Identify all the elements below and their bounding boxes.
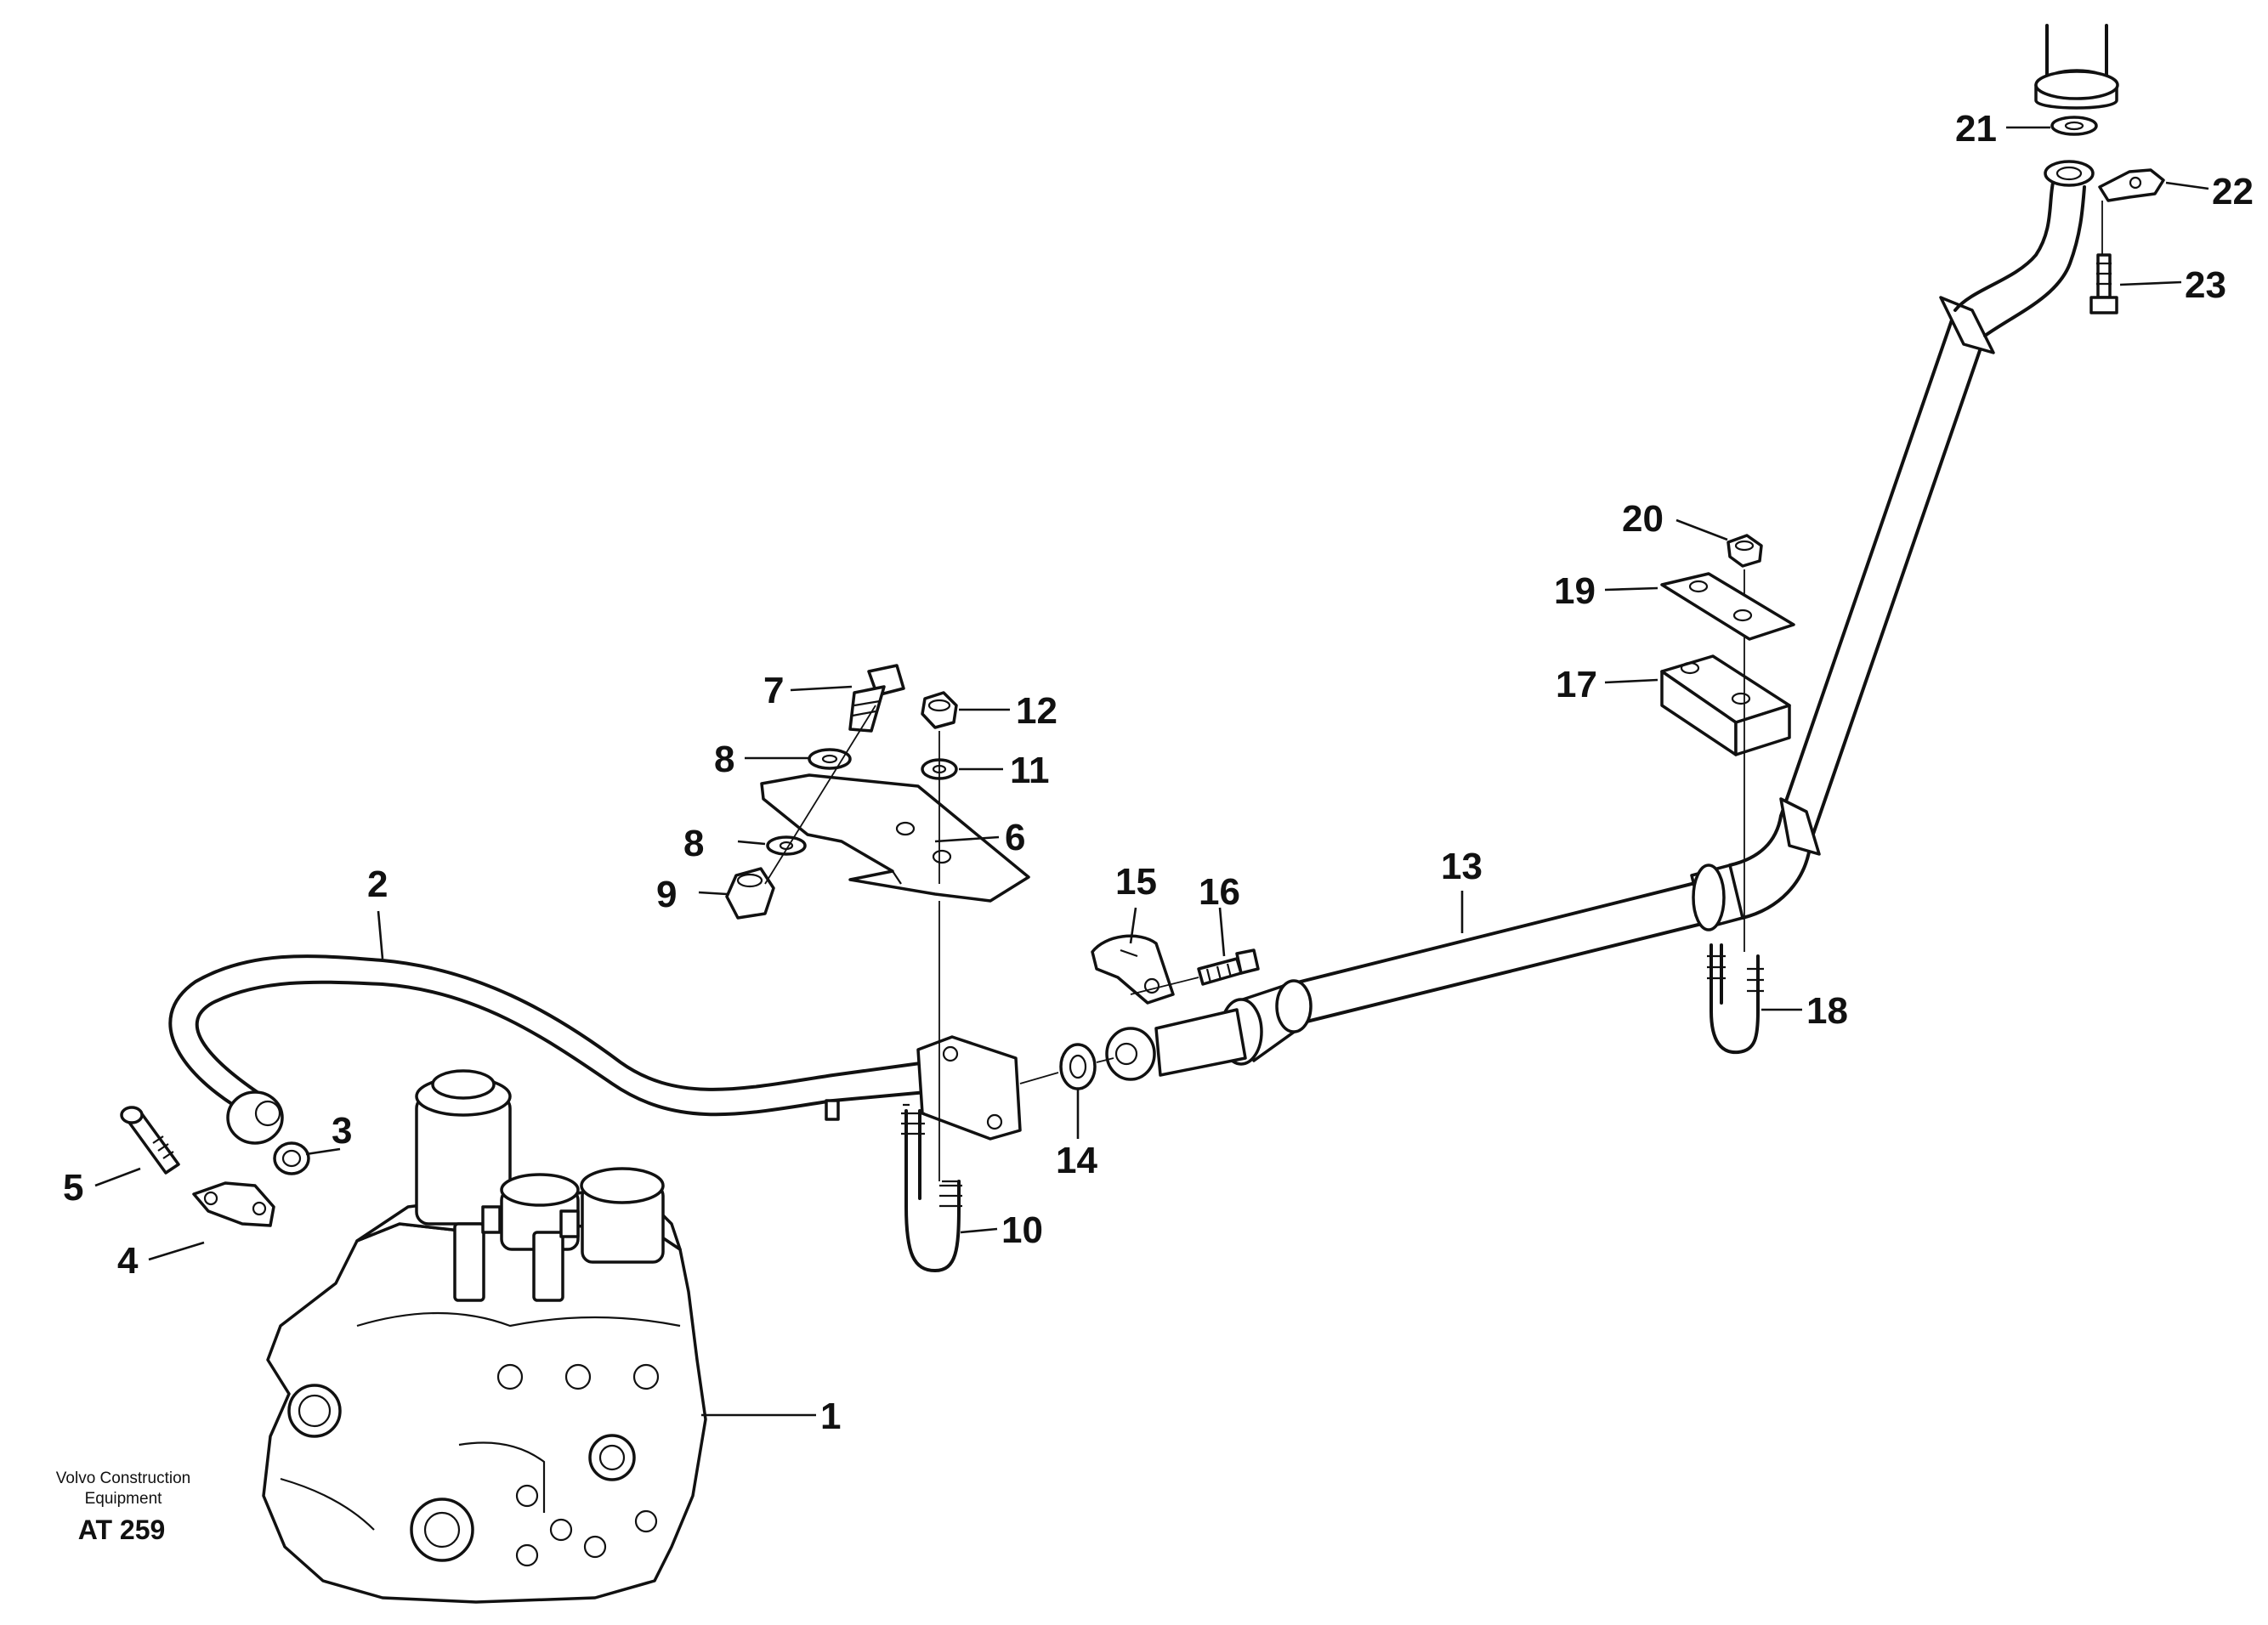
nut-20 — [1727, 534, 1763, 568]
callout-21: 21 — [1955, 108, 1997, 150]
valve-spool-cap-right — [580, 1167, 665, 1264]
hose-flange — [916, 1035, 1022, 1141]
callout-15: 15 — [1115, 861, 1157, 903]
clamp-22 — [2098, 168, 2165, 202]
company-name-line2: Equipment — [84, 1490, 162, 1508]
drawing-code: AT 259 — [77, 1515, 166, 1545]
callout-8-upper: 8 — [714, 739, 734, 780]
hose-2 — [168, 954, 1022, 1145]
bolt-7 — [848, 664, 905, 733]
company-name-line1: Volvo Construction — [55, 1469, 191, 1487]
callout-11: 11 — [1010, 750, 1050, 791]
callout-22: 22 — [2212, 171, 2254, 212]
top-connection — [2034, 24, 2119, 110]
nut-9 — [725, 867, 775, 920]
screw-16 — [1197, 948, 1260, 986]
callout-7: 7 — [763, 670, 784, 711]
callout-16: 16 — [1199, 871, 1240, 913]
callout-10: 10 — [1001, 1209, 1043, 1251]
callout-9: 9 — [656, 874, 677, 915]
callout-13: 13 — [1441, 846, 1483, 887]
nut-12 — [921, 691, 958, 729]
callout-1: 1 — [820, 1396, 841, 1437]
clamp-half-4 — [192, 1181, 275, 1227]
callout-14: 14 — [1056, 1140, 1097, 1181]
callout-12: 12 — [1016, 690, 1057, 732]
callout-20: 20 — [1622, 498, 1664, 540]
callout-6: 6 — [1005, 817, 1025, 858]
control-valve — [262, 1069, 707, 1604]
callout-19: 19 — [1554, 570, 1596, 612]
washer-21 — [2050, 116, 2098, 136]
company-caption: Volvo Construction Equipment — [26, 1469, 221, 1509]
o-ring-14 — [1059, 1043, 1097, 1090]
screw-23 — [2089, 253, 2118, 314]
bracket-6 — [760, 773, 1030, 903]
callout-4: 4 — [117, 1240, 139, 1282]
block-17 — [1660, 654, 1791, 756]
plate-19 — [1660, 572, 1795, 641]
callout-23: 23 — [2185, 264, 2226, 306]
callout-5: 5 — [63, 1167, 83, 1209]
screw-5 — [120, 1106, 180, 1175]
callout-2: 2 — [367, 863, 388, 905]
leader-lines — [94, 126, 2209, 1417]
washer-8-lower — [766, 835, 807, 856]
hose-upper — [1779, 160, 2095, 856]
callout-3: 3 — [332, 1110, 352, 1152]
u-bolt-10 — [901, 1103, 962, 1272]
callout-18: 18 — [1806, 990, 1848, 1032]
pipe-13 — [1105, 814, 1812, 1081]
callout-17: 17 — [1556, 664, 1597, 705]
callout-labels: 1 2 3 4 5 6 7 8 8 9 10 11 12 13 14 15 16… — [63, 108, 2254, 1437]
hose-end-fitting — [226, 1090, 284, 1145]
washer-8-upper — [808, 748, 852, 770]
clamp-half-15 — [1091, 934, 1175, 1005]
callout-8-lower: 8 — [683, 823, 704, 864]
valve-spool-cap-left — [415, 1069, 512, 1226]
u-bolt-18 — [1707, 943, 1764, 1055]
o-ring-3 — [273, 1141, 310, 1175]
